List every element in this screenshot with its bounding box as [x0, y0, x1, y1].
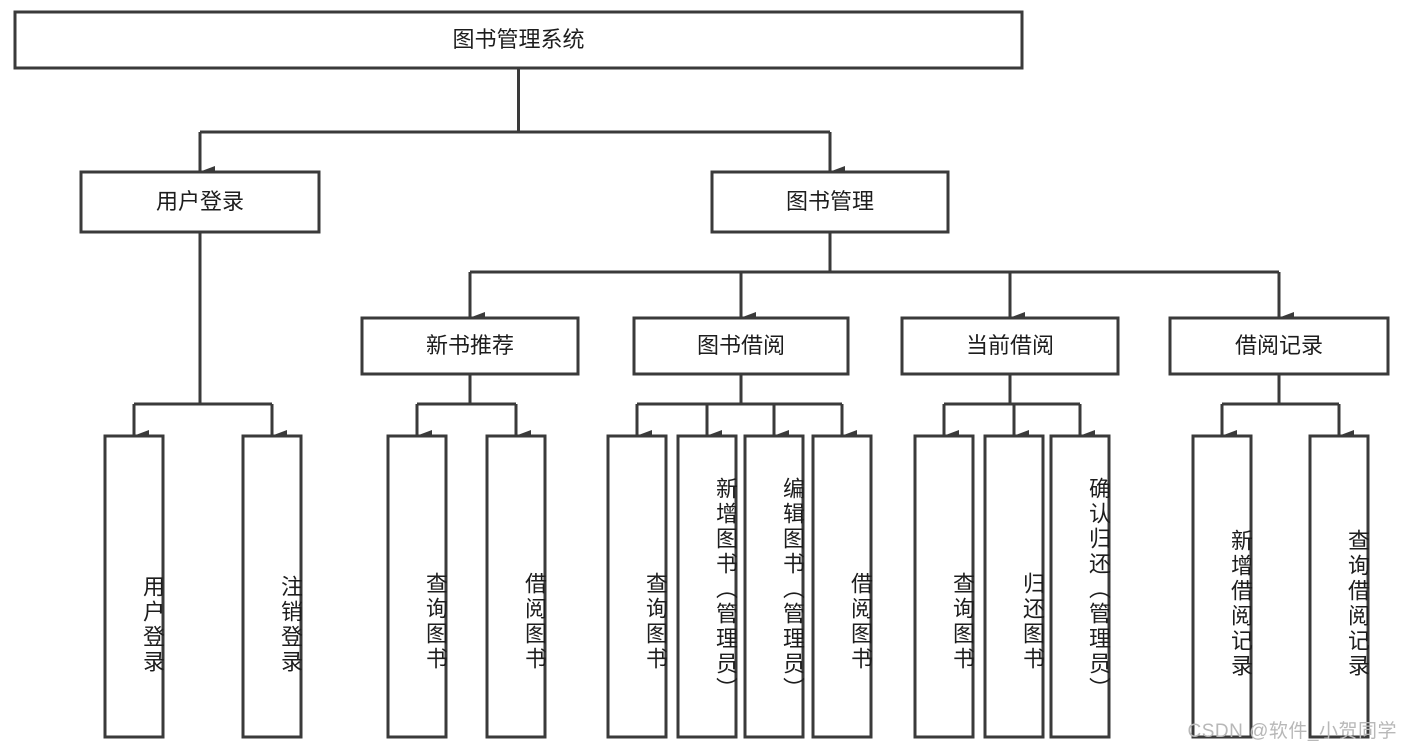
node-user-login-box[interactable] — [79, 170, 321, 234]
node-current-borrow[interactable]: 当前借阅 — [900, 316, 1120, 376]
node-leaf-borrow-book-recommend-box[interactable] — [485, 434, 547, 739]
node-book-management[interactable]: 图书管理 — [710, 170, 950, 234]
node-user-login[interactable]: 用户登录 — [79, 170, 321, 234]
node-borrow-record-box[interactable] — [1168, 316, 1390, 376]
node-borrow-record[interactable]: 借阅记录 — [1168, 316, 1390, 376]
node-leaf-edit-book-admin-box[interactable] — [743, 434, 805, 739]
node-new-book-recommend-label: 新书推荐 — [426, 333, 514, 358]
node-root-label: 图书管理系统 — [452, 27, 584, 52]
node-new-book-recommend[interactable]: 新书推荐 — [360, 316, 580, 376]
node-layer: 图书管理系统 用户登录 图书管理 新书推荐 图书借阅 — [13, 10, 1390, 739]
watermark-text: CSDN @软件_小贺同学 — [1187, 721, 1397, 742]
node-new-book-recommend-box[interactable] — [360, 316, 580, 376]
node-current-borrow-box[interactable] — [900, 316, 1120, 376]
node-leaf-query-book-recommend-box[interactable] — [386, 434, 448, 739]
node-root-box[interactable] — [13, 10, 1024, 70]
node-leaf-confirm-return-admin-box[interactable] — [1049, 434, 1111, 739]
node-current-borrow-label: 当前借阅 — [966, 333, 1054, 358]
node-leaf-return-book-box[interactable] — [983, 434, 1045, 739]
node-leaf-add-book-admin-box[interactable] — [676, 434, 738, 739]
node-leaf-query-borrow-record-box[interactable] — [1308, 434, 1370, 739]
node-book-borrow[interactable]: 图书借阅 — [632, 316, 850, 376]
node-book-borrow-label: 图书借阅 — [697, 333, 785, 358]
node-root[interactable]: 图书管理系统 — [13, 10, 1024, 70]
node-leaf-add-borrow-record-box[interactable] — [1191, 434, 1253, 739]
node-book-management-box[interactable] — [710, 170, 950, 234]
node-leaf-query-book-current-box[interactable] — [913, 434, 975, 739]
node-leaf-borrow-book-box[interactable] — [811, 434, 873, 739]
node-leaf-query-book-borrow-box[interactable] — [606, 434, 668, 739]
node-leaf-user-login-box[interactable] — [103, 434, 165, 739]
node-borrow-record-label: 借阅记录 — [1235, 333, 1323, 358]
connector-layer — [132, 68, 1354, 442]
node-book-management-label: 图书管理 — [786, 189, 874, 214]
node-user-login-label: 用户登录 — [156, 189, 244, 214]
node-leaf-logout-box[interactable] — [241, 434, 303, 739]
node-book-borrow-box[interactable] — [632, 316, 850, 376]
